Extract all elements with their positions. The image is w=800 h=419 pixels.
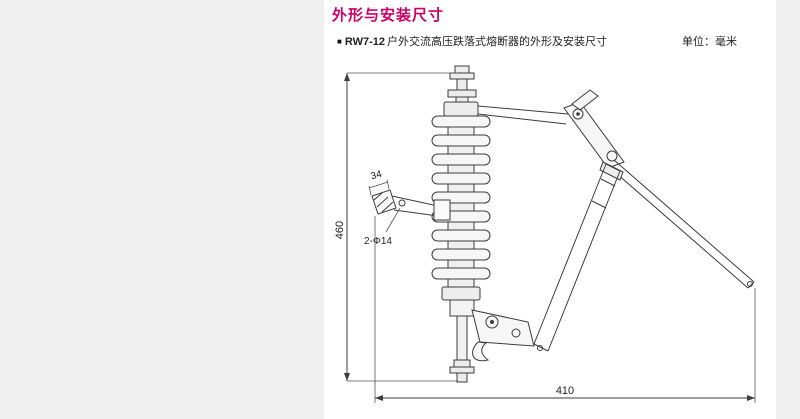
- dim-width: 410: [374, 216, 756, 403]
- top-terminal: [447, 65, 477, 103]
- dim-bracket: 34: [368, 169, 390, 196]
- hole-callout-label: 2-Φ14: [364, 236, 392, 247]
- dim-width-label: 410: [556, 385, 574, 397]
- lower-contact-assembly: [449, 299, 535, 362]
- dim-height: 460: [334, 72, 458, 382]
- dim-bracket-label: 34: [370, 169, 384, 183]
- bullet-icon: ■: [337, 37, 342, 46]
- unit-note: 单位：毫米: [682, 36, 737, 48]
- model-number: RW7-12: [344, 36, 385, 48]
- upper-contact-assembly: [477, 89, 755, 289]
- section-title: 外形与安装尺寸: [332, 7, 445, 24]
- mounting-bracket: [371, 189, 451, 221]
- fuse-outline-drawing: 34 2-Φ14 460: [334, 65, 756, 403]
- caption-text: 户外交流高压跌落式熔断器的外形及安装尺寸: [387, 36, 607, 48]
- bottom-terminal: [449, 359, 475, 383]
- dim-height-label: 460: [334, 221, 346, 239]
- fuse-tube: [533, 161, 624, 352]
- hole-callout: 2-Φ14: [364, 207, 401, 247]
